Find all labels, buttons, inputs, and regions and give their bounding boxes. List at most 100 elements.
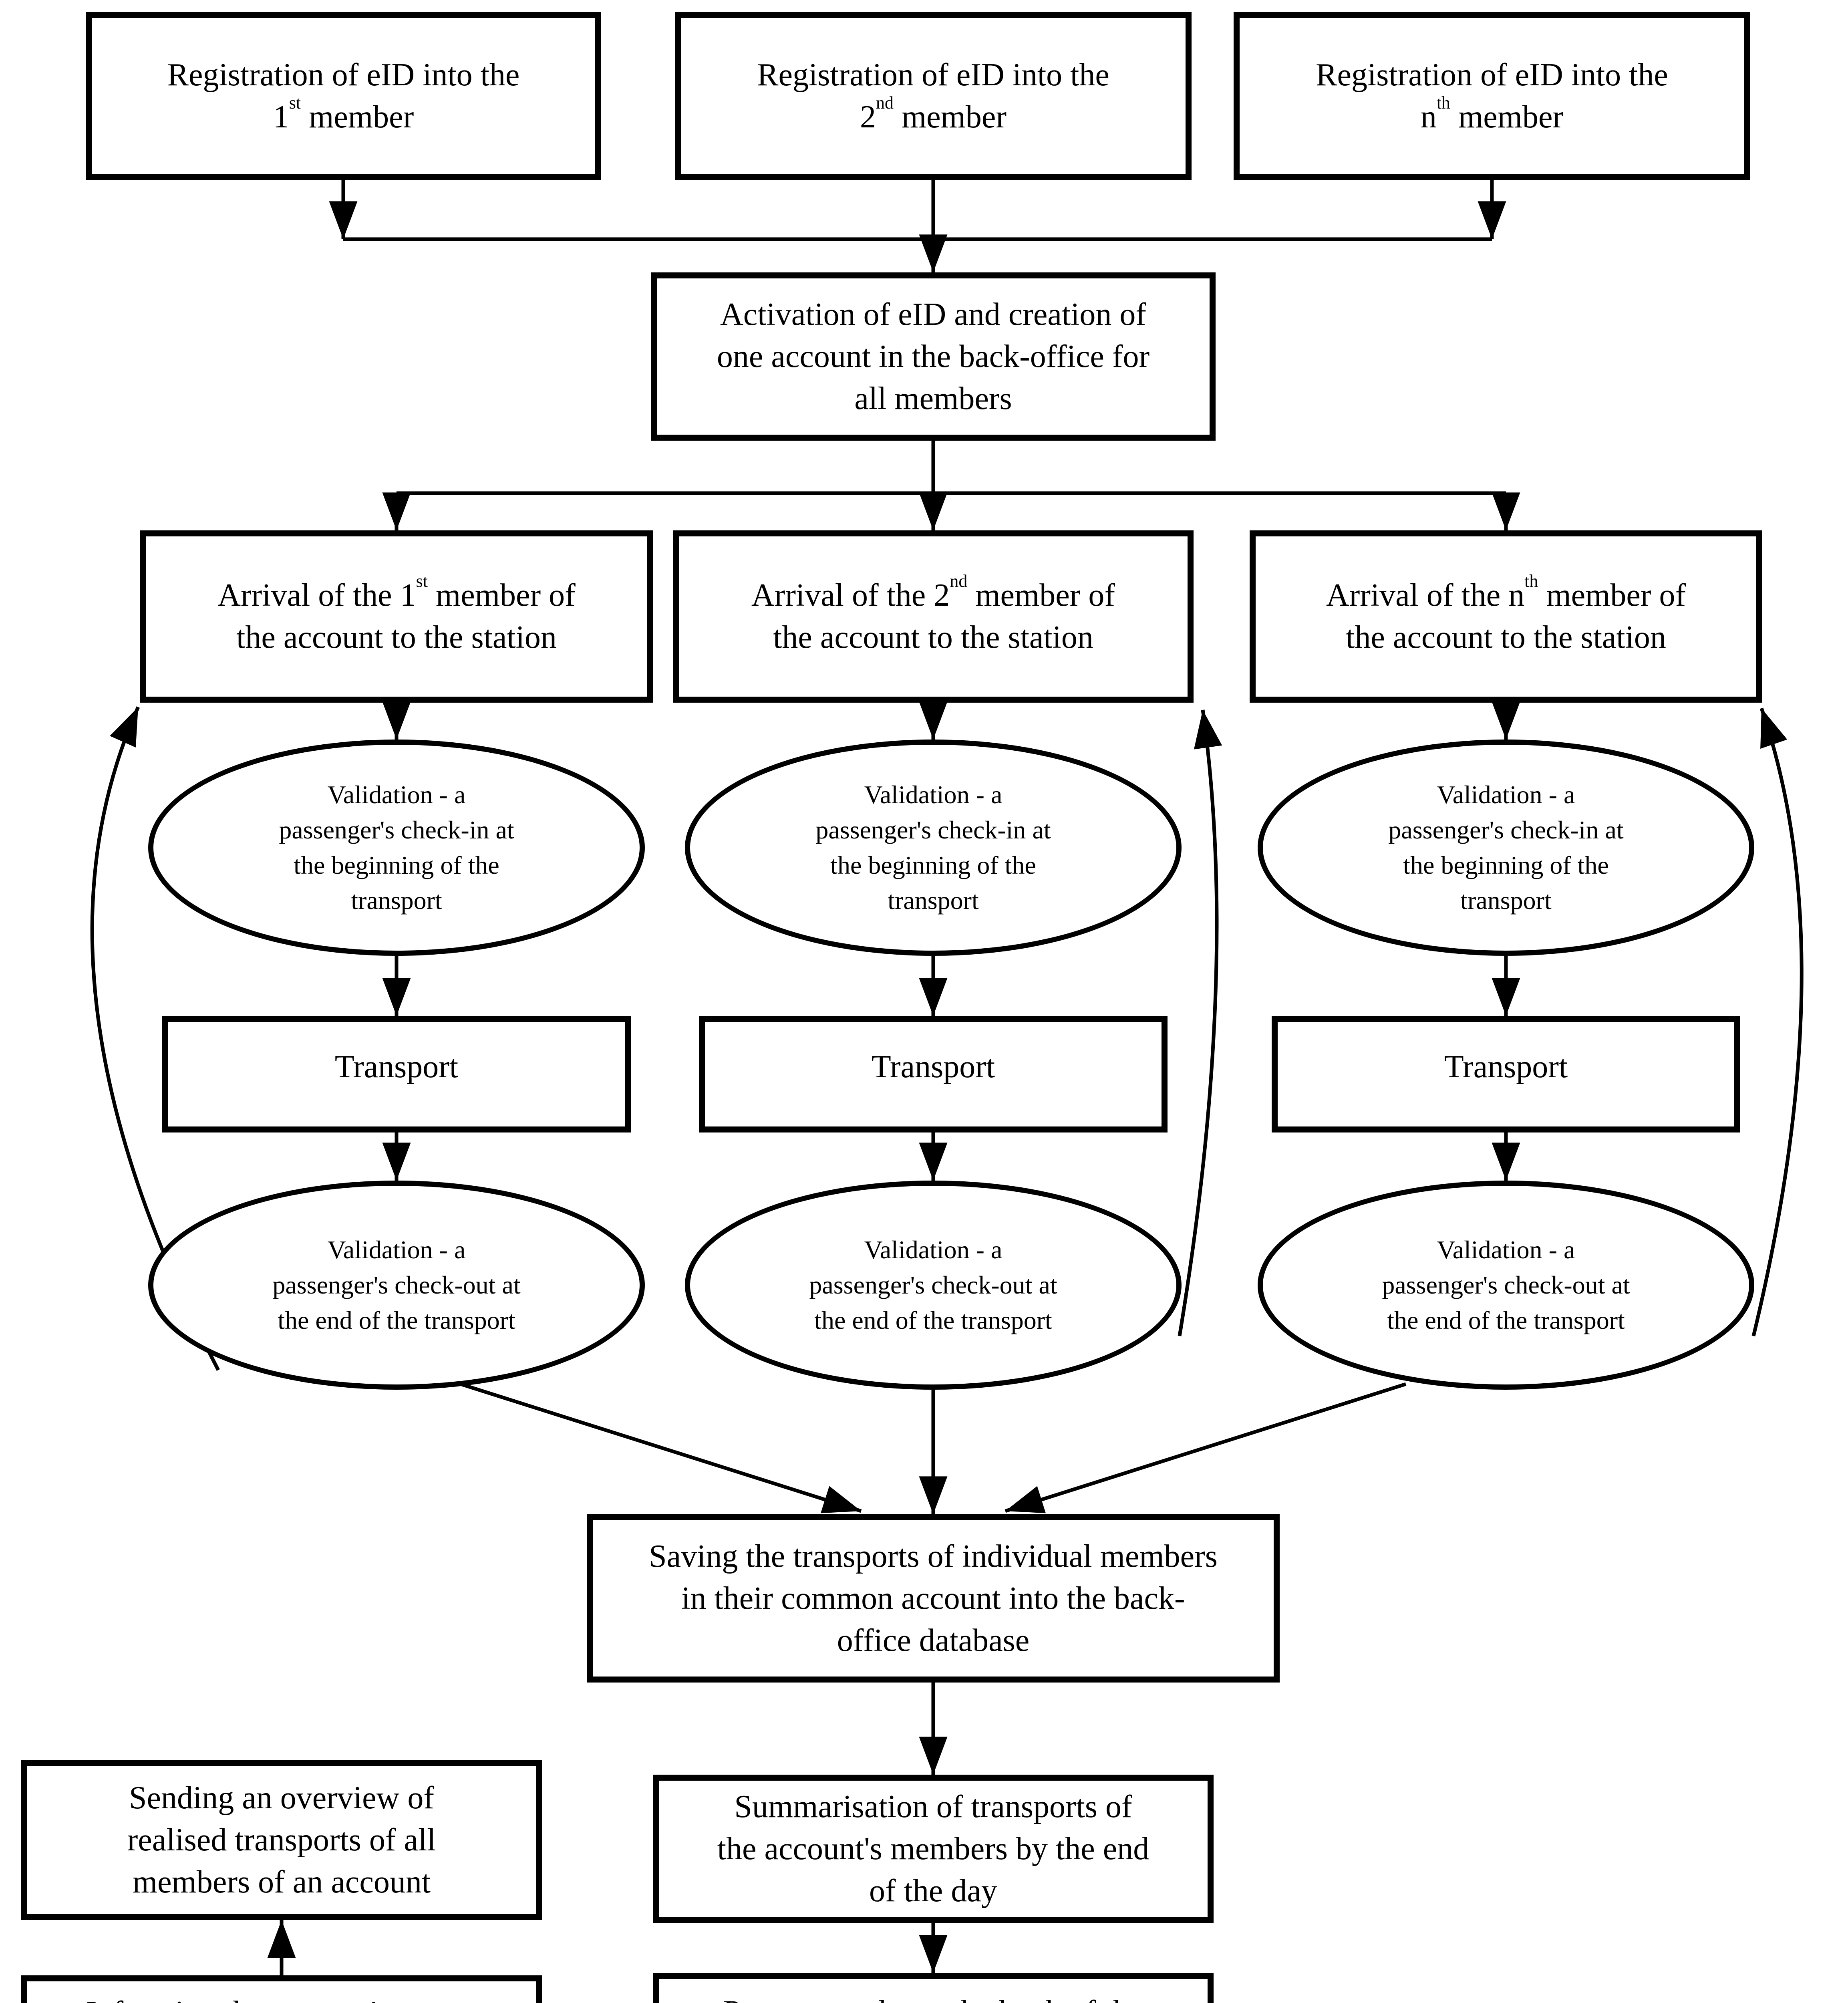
node-text: Validation - a passenger's check-in at t… [815, 777, 1051, 918]
arrow-checkoutn-to-saving [1005, 1382, 1407, 1513]
text-line: Informing the account's owner [86, 1992, 477, 2003]
node-checkout-nth: Validation - a passenger's check-out at … [1258, 1181, 1754, 1390]
node-transport-nth: Transport [1272, 1016, 1740, 1132]
node-text: Validation - a passenger's check-in at t… [1388, 777, 1623, 918]
node-text: Arrival of the 1st member of the account… [217, 571, 576, 659]
node-transport-2nd: Transport [699, 1016, 1168, 1132]
node-payment-order: Payment order to the bank of the paying … [653, 1973, 1214, 2003]
text-line: the end of the transport [278, 1306, 515, 1334]
text-line: Transport [1444, 1049, 1568, 1084]
node-text: Registration of eID into the 2nd member [757, 54, 1109, 138]
text-line: Summarisation of transports of [734, 1789, 1132, 1824]
text-line: transport [1460, 886, 1552, 915]
text-line: Activation of eID and creation of [720, 296, 1146, 332]
node-arrival-1st: Arrival of the 1st member of the account… [140, 530, 653, 703]
text-line: the beginning of the [1403, 851, 1609, 879]
text-line: 2nd member [757, 94, 1109, 138]
node-checkin-2nd: Validation - a passenger's check-in at t… [685, 740, 1182, 956]
ordinal-suffix: th [1524, 571, 1538, 591]
text-fragment: member [1450, 99, 1564, 135]
node-text: Activation of eID and creation of one ac… [717, 294, 1149, 420]
arrow-checkout1-to-saving [460, 1382, 862, 1513]
text-line: passenger's check-out at [272, 1271, 521, 1299]
ordinal-suffix: st [416, 571, 428, 591]
text-line: Payment order to the bank of the [723, 1991, 1143, 2003]
text-line: passenger's check-in at [279, 816, 514, 844]
text-line: the beginning of the [294, 851, 499, 879]
text-line: passenger's check-in at [1388, 816, 1624, 844]
text-line: of the day [869, 1873, 997, 1908]
text-fragment: member [893, 99, 1007, 135]
text-line: Registration of eID into the [757, 57, 1109, 93]
node-checkin-nth: Validation - a passenger's check-in at t… [1258, 740, 1754, 956]
node-text: Payment order to the bank of the paying … [723, 1991, 1143, 2003]
ordinal-number: 1 [273, 99, 289, 135]
text-line: Registration of eID into the [1316, 57, 1668, 93]
text-line: Validation - a [864, 780, 1003, 809]
ordinal-suffix: st [289, 93, 301, 113]
text-line: 1st member [167, 93, 520, 138]
node-text: Registration of eID into the 1st member [167, 54, 520, 138]
node-registration-2nd: Registration of eID into the 2nd member [675, 12, 1192, 180]
node-registration-nth: Registration of eID into the nth member [1234, 12, 1750, 180]
ordinal-number: 2 [860, 99, 876, 135]
ordinal-number: 1 [400, 578, 416, 613]
node-text: Validation - a passenger's check-out at … [1382, 1232, 1630, 1338]
text-line: office database [837, 1622, 1030, 1658]
node-checkout-1st: Validation - a passenger's check-out at … [148, 1181, 645, 1390]
node-text: Validation - a passenger's check-out at … [272, 1232, 520, 1338]
node-arrival-2nd: Arrival of the 2nd member of the account… [673, 530, 1194, 703]
text-line: one account in the back-office for [717, 339, 1150, 374]
text-line: passenger's check-out at [809, 1271, 1057, 1299]
text-line: Validation - a [327, 1235, 466, 1264]
text-line: the end of the transport [814, 1306, 1052, 1334]
text-line: Validation - a [864, 1235, 1003, 1264]
text-line: passenger's check-in at [815, 816, 1051, 844]
text-line: the end of the transport [1387, 1306, 1625, 1334]
text-line: the account to the station [773, 620, 1093, 655]
ordinal-number: n [1420, 99, 1437, 135]
text-line: nth member [1316, 93, 1668, 138]
text-line: Saving the transports of individual memb… [649, 1538, 1218, 1574]
ordinal-suffix: th [1436, 93, 1451, 113]
node-checkin-1st: Validation - a passenger's check-in at t… [148, 740, 645, 956]
node-saving-transports: Saving the transports of individual memb… [587, 1514, 1280, 1683]
text-fragment: Arrival of the [217, 578, 400, 613]
text-line: Arrival of the nth member of [1326, 571, 1686, 617]
node-summarisation: Summarisation of transports of the accou… [653, 1775, 1214, 1923]
text-line: transport [888, 886, 979, 915]
node-text: Arrival of the nth member of the account… [1326, 571, 1686, 659]
text-fragment: member of [1538, 578, 1686, 613]
text-line: Validation - a [1437, 780, 1575, 809]
node-text: Summarisation of transports of the accou… [717, 1786, 1149, 1912]
node-registration-1st: Registration of eID into the 1st member [86, 12, 601, 180]
ordinal-number: n [1508, 578, 1525, 613]
text-line: Sending an overview of [129, 1780, 434, 1816]
text-line: Transport [871, 1049, 995, 1084]
node-text: Validation - a passenger's check-out at … [809, 1232, 1057, 1338]
text-line: Transport [334, 1049, 459, 1084]
loop-checkout2-to-arrival2 [1178, 709, 1222, 1336]
ordinal-number: 2 [934, 578, 950, 613]
text-line: Arrival of the 2nd member of [751, 571, 1115, 617]
node-text: Validation - a passenger's check-in at t… [279, 777, 514, 918]
loop-checkoutn-to-arrivaln [1751, 707, 1804, 1337]
ordinal-suffix: nd [950, 571, 968, 591]
text-line: the account's members by the end [717, 1831, 1149, 1866]
text-line: all members [854, 381, 1012, 416]
text-line: the account to the station [236, 620, 557, 655]
text-line: Registration of eID into the [167, 57, 520, 93]
text-line: passenger's check-out at [1382, 1271, 1630, 1299]
node-text: Registration of eID into the nth member [1316, 54, 1668, 138]
text-line: Validation - a [327, 780, 466, 809]
text-line: in their common account into the back- [681, 1580, 1185, 1616]
text-line: the account to the station [1346, 620, 1666, 655]
text-fragment: Arrival of the [1326, 578, 1509, 613]
node-text: Sending an overview of realised transpor… [127, 1777, 436, 1903]
text-fragment: member [301, 99, 414, 135]
text-line: realised transports of all [127, 1822, 436, 1858]
text-fragment: member of [967, 578, 1115, 613]
node-text: Arrival of the 2nd member of the account… [751, 571, 1115, 659]
text-fragment: member of [428, 578, 576, 613]
